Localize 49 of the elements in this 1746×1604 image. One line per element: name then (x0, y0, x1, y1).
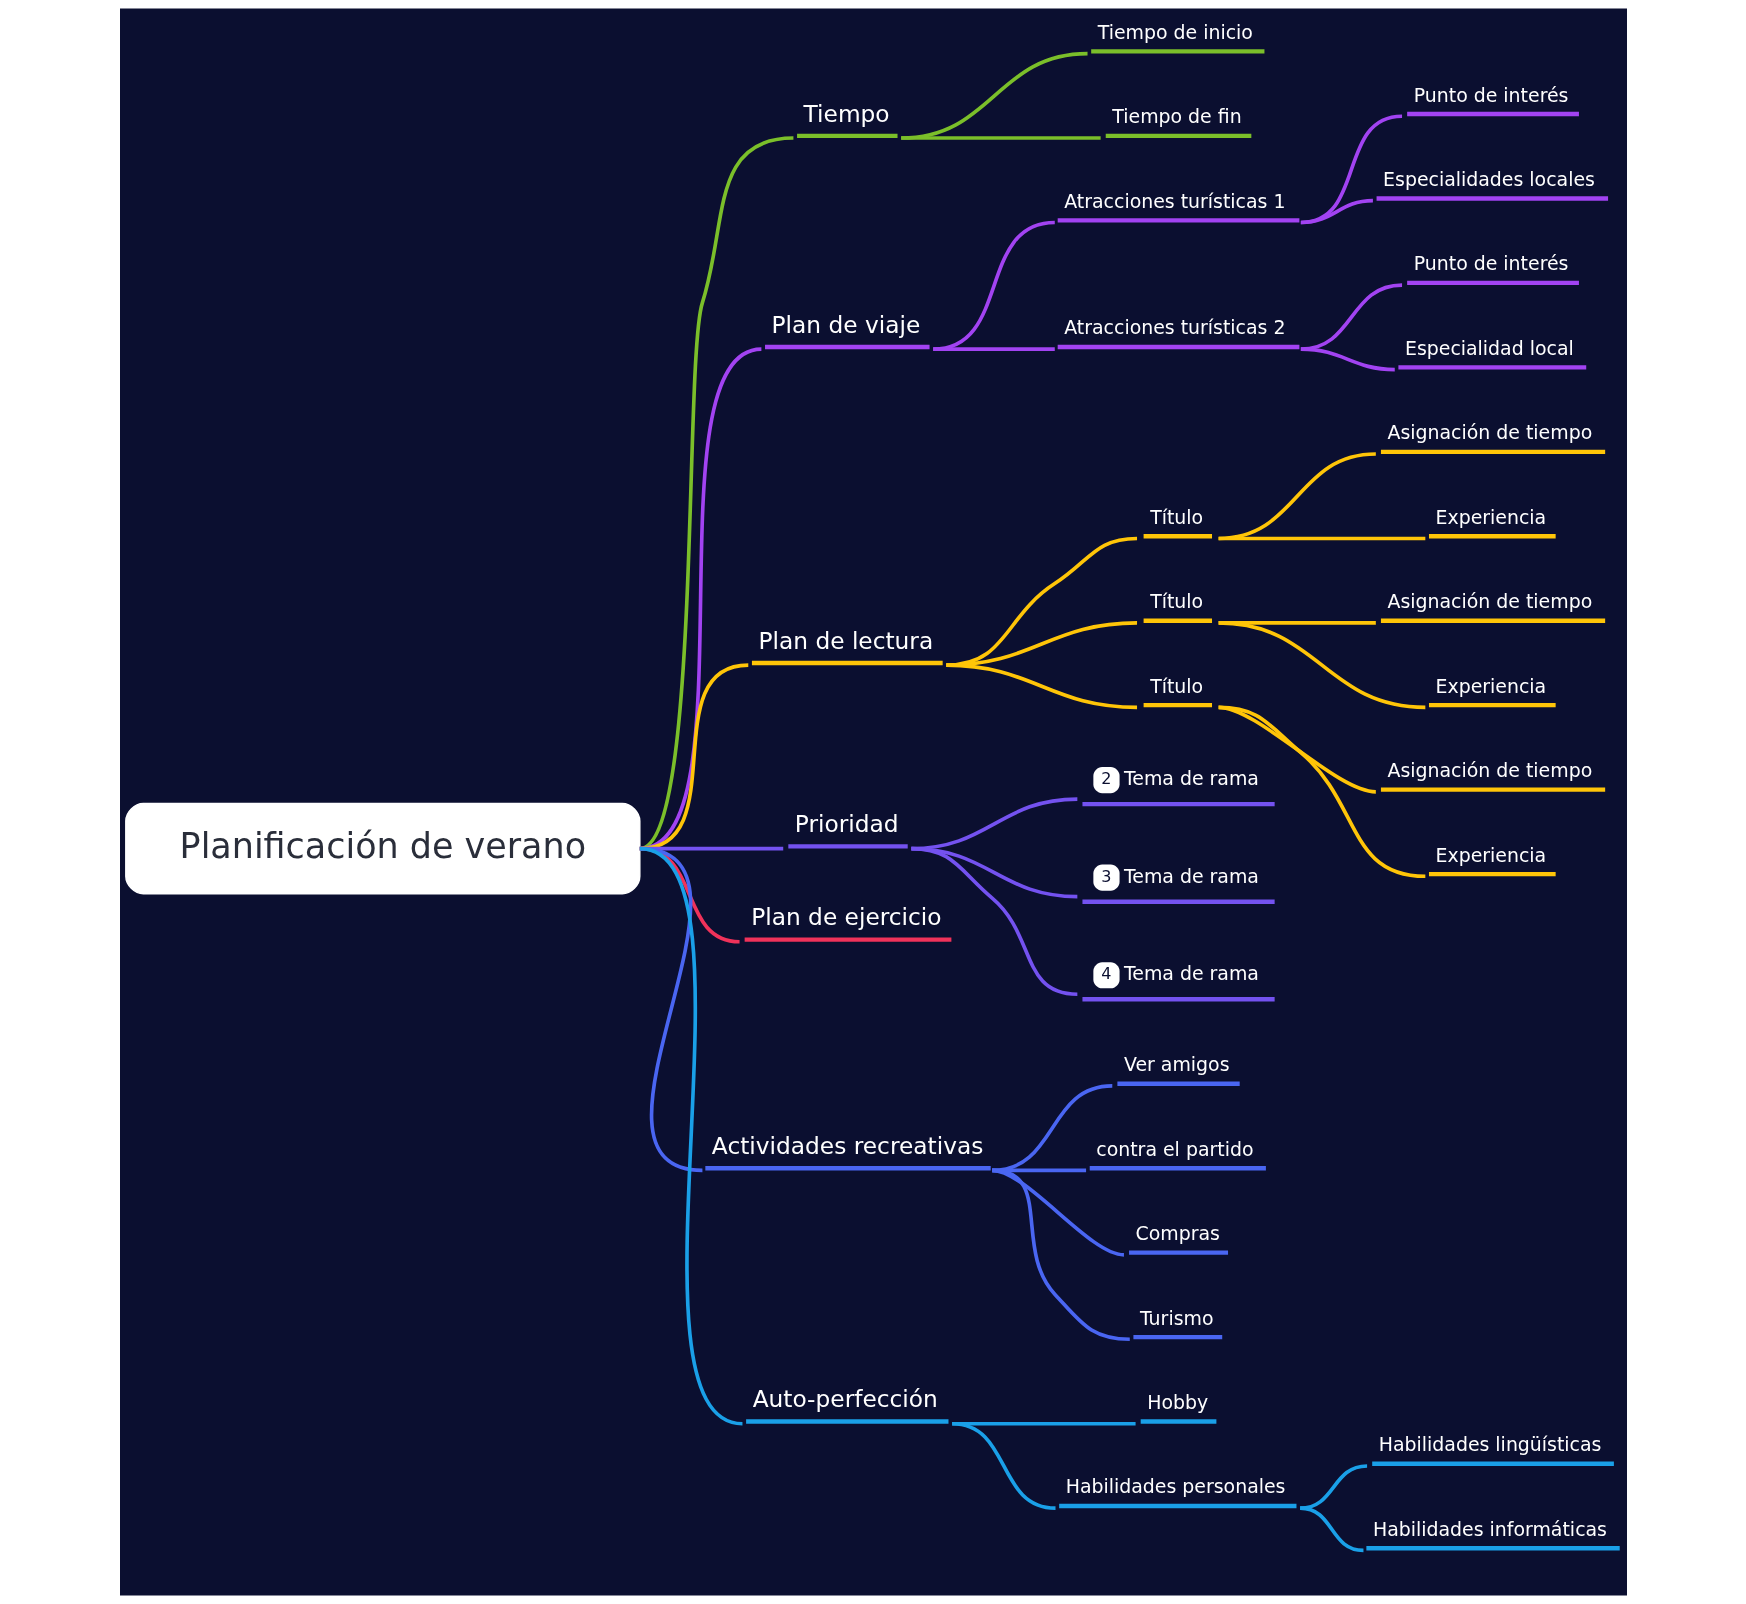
connector (932, 220, 1055, 351)
node-box: Planificación de verano (124, 802, 641, 895)
node-text: contra el partido (1095, 1137, 1253, 1160)
connector (1300, 198, 1373, 225)
node-text: Atracciones turísticas 1 (1063, 189, 1286, 212)
connector (1218, 536, 1425, 541)
node-text: Asignación de tiempo (1386, 421, 1592, 444)
connector (910, 846, 1078, 996)
node-text: Compras (1135, 1222, 1220, 1245)
node-text: Tiempo de fin (1111, 105, 1242, 128)
node-text: Título (1149, 674, 1203, 697)
connector (1300, 114, 1402, 225)
node-text: Habilidades personales (1065, 1475, 1285, 1498)
node-text: Experiencia (1435, 674, 1546, 697)
node-text: Tiempo de inicio (1097, 20, 1253, 43)
node-text: Hobby (1146, 1391, 1208, 1414)
node-text: Especialidades locales (1382, 167, 1595, 190)
node-text: Experiencia (1435, 843, 1546, 866)
node-text: Ver amigos (1123, 1053, 1229, 1076)
node-text: Atracciones turísticas 2 (1063, 316, 1286, 339)
node-text: Asignación de tiempo (1386, 759, 1592, 782)
node-text: Especialidad local (1404, 336, 1574, 359)
node-text: Título (1149, 505, 1203, 528)
connector (951, 1421, 1056, 1510)
connector (1299, 1506, 1364, 1553)
node-text: Asignación de tiempo (1386, 590, 1592, 613)
connector (932, 347, 1055, 351)
connector (991, 1084, 1112, 1173)
node-text: Prioridad (794, 810, 899, 838)
node-text: Experiencia (1435, 505, 1546, 528)
node-text: Auto-perfección (752, 1385, 938, 1413)
node-text: Tiempo (803, 99, 890, 127)
node-text: Punto de interés (1413, 83, 1568, 106)
connector (1300, 347, 1395, 372)
node-text: Título (1149, 590, 1203, 613)
connector (991, 1168, 1130, 1342)
node-text: Turismo (1139, 1306, 1213, 1329)
connector (945, 663, 1137, 710)
node-text: Habilidades lingüísticas (1378, 1433, 1601, 1456)
node-text: Plan de lectura (757, 626, 933, 654)
node-text: Plan de ejercicio (750, 903, 942, 931)
connector (900, 136, 1101, 140)
node-text: Plan de viaje (771, 310, 920, 338)
connector (1217, 621, 1425, 710)
connector (1218, 705, 1425, 879)
node-text: Habilidades informáticas (1372, 1517, 1607, 1540)
node-text: Punto de interés (1413, 252, 1568, 275)
node-text: Actividades recreativas (711, 1132, 983, 1160)
connector (1299, 1464, 1367, 1510)
